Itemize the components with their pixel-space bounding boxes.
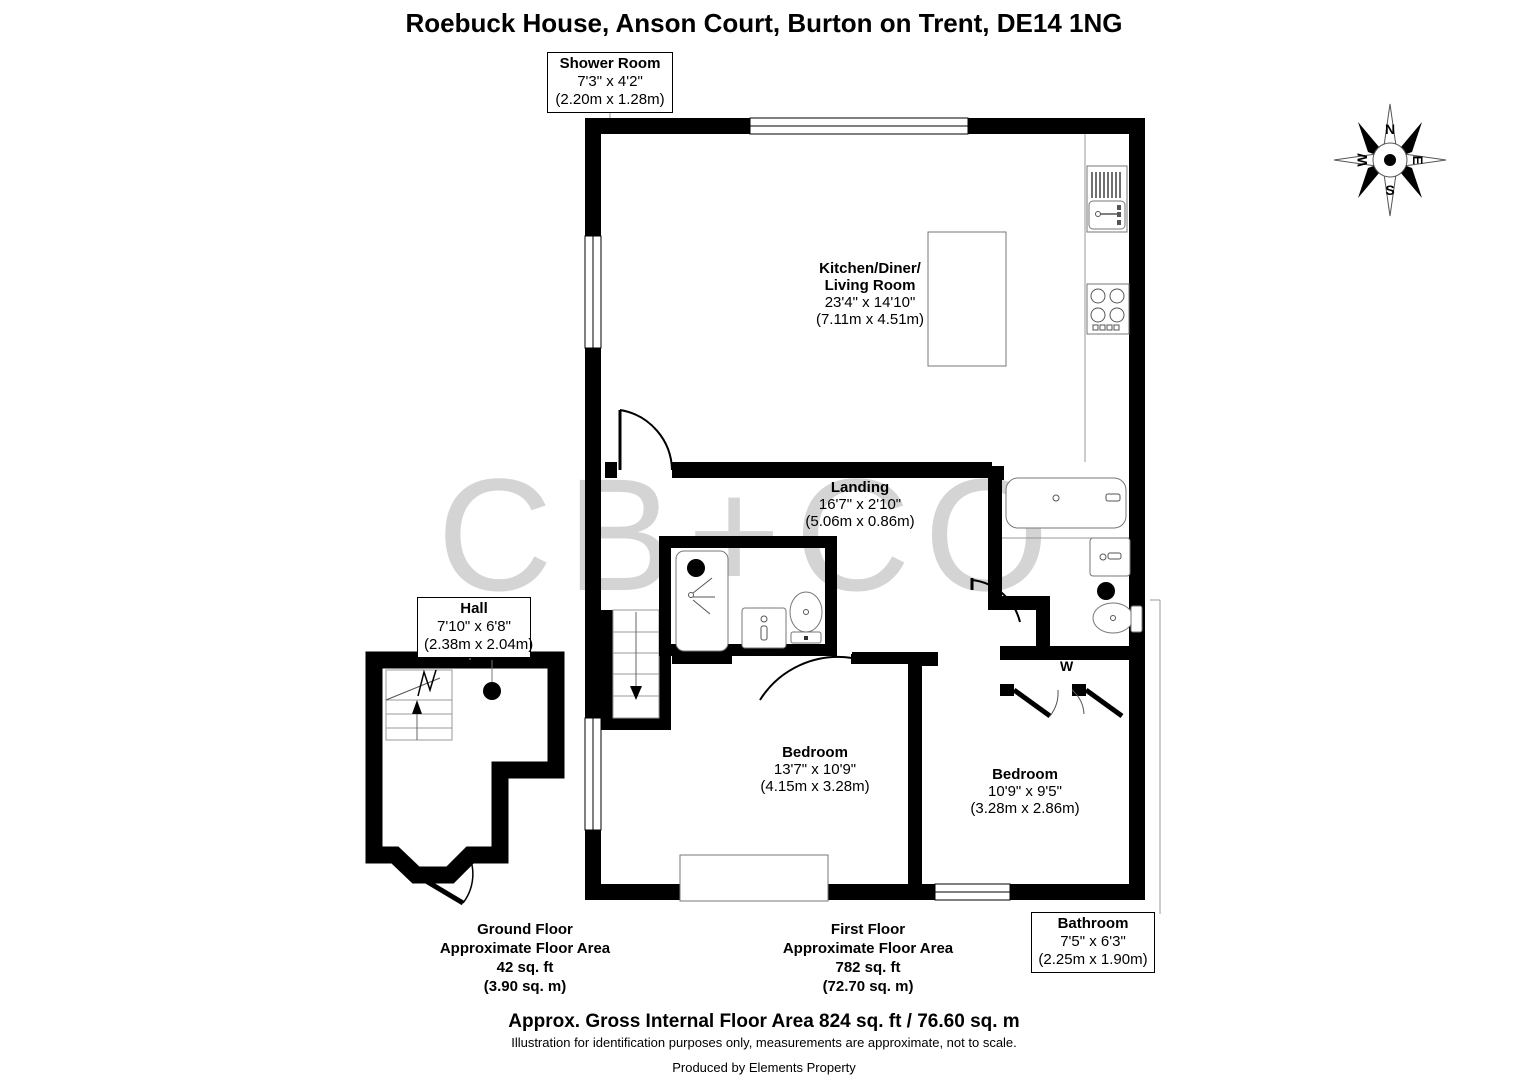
room-name: Bedroom (782, 744, 848, 761)
room-name: Bedroom (992, 766, 1058, 783)
room-dimensions-imperial: 13'7" x 10'9" (773, 761, 857, 778)
room-dimensions-imperial: 10'9" x 9'5" (988, 783, 1062, 800)
window-kitchen-top (749, 117, 969, 135)
room-dimensions-metric: (2.38m x 2.04m) (424, 636, 534, 653)
room-dimensions-imperial: 16'7" x 2'10" (818, 496, 902, 513)
bedroom1-furniture (679, 854, 829, 902)
first-floor-plan (584, 117, 1145, 902)
ground-floor-area-block: Ground Floor Approximate Floor Area 42 s… (380, 920, 670, 996)
room-name: Shower Room (559, 55, 661, 72)
producer-credit: Produced by Elements Property (672, 1060, 856, 1075)
ground-floor-plan (365, 651, 565, 906)
compass-east-label: E (1410, 155, 1426, 164)
disclaimer-text: Illustration for identification purposes… (511, 1035, 1017, 1050)
room-dimensions-imperial: 7'5" x 6'3" (1060, 933, 1126, 950)
floor-area-caption: Approximate Floor Area (439, 940, 611, 957)
floor-name: First Floor (830, 921, 906, 938)
room-dimensions-metric: (5.06m x 0.86m) (805, 513, 915, 530)
room-label-shower-room: Shower Room 7'3" x 4'2" (2.20m x 1.28m) (547, 52, 673, 113)
bathroom-toilet (1092, 582, 1143, 634)
floor-area-sqm: (72.70 sq. m) (822, 978, 914, 995)
door-bedroom1 (759, 654, 853, 701)
room-name-line1: Kitchen/Diner/ (819, 260, 921, 277)
floor-area-sqm: (3.90 sq. m) (483, 978, 567, 995)
room-name-line2: Living Room (824, 277, 916, 294)
kitchen-island (927, 231, 1007, 367)
room-label-bedroom-1: Bedroom 13'7" x 10'9" (4.15m x 3.28m) (715, 744, 915, 795)
stairs-up (385, 669, 453, 741)
room-label-landing: Landing 16'7" x 2'10" (5.06m x 0.86m) (760, 479, 960, 530)
window-bedroom1-left (584, 717, 602, 831)
room-dimensions-metric: (4.15m x 3.28m) (760, 778, 870, 795)
stairs-down (612, 609, 660, 719)
room-label-hall: Hall 7'10" x 6'8" (2.38m x 2.04m) (417, 597, 534, 658)
page-title: Roebuck House, Anson Court, Burton on Tr… (405, 8, 1123, 38)
label-leader-lines (469, 108, 1161, 914)
room-dimensions-metric: (7.11m x 4.51m) (815, 311, 925, 328)
compass-west-label: W (1354, 153, 1370, 167)
bathroom-walls (988, 466, 1145, 660)
gross-internal-floor-area: Approx. Gross Internal Floor Area 824 sq… (508, 1011, 1020, 1032)
compass-south-label: S (1385, 182, 1394, 198)
door-bathroom (970, 578, 1021, 623)
hall-light-fitting (483, 682, 501, 700)
room-name: Bathroom (1057, 915, 1129, 932)
shower-room-toilet (789, 591, 823, 644)
floor-area-sqft: 42 sq. ft (496, 959, 554, 976)
room-dimensions-metric: (2.20m x 1.28m) (555, 91, 665, 108)
kitchen-sink (1086, 165, 1128, 233)
floor-area-sqft: 782 sq. ft (835, 959, 901, 976)
window-kitchen-left-upper (584, 235, 602, 349)
shower-room-basin (741, 607, 787, 649)
wardrobe-label: W (1060, 658, 1074, 674)
room-dimensions-imperial: 7'3" x 4'2" (577, 73, 643, 90)
door-kitchen-landing (618, 409, 673, 471)
wardrobe-cupboard (1000, 684, 1145, 719)
room-dimensions-imperial: 7'10" x 6'8" (437, 618, 511, 635)
bathroom-basin (1089, 537, 1131, 577)
kitchen-hob (1086, 283, 1130, 335)
room-label-bathroom: Bathroom 7'5" x 6'3" (2.25m x 1.90m) (1031, 912, 1155, 973)
shower-room-walls (659, 536, 837, 656)
room-label-bedroom-2: Bedroom 10'9" x 9'5" (3.28m x 2.86m) (925, 766, 1125, 817)
floor-area-caption: Approximate Floor Area (782, 940, 954, 957)
front-door (414, 857, 474, 906)
room-label-kitchen-diner-living: Kitchen/Diner/ Living Room 23'4" x 14'10… (770, 260, 970, 328)
room-dimensions-imperial: 23'4" x 14'10" (824, 294, 916, 311)
room-name: Hall (460, 600, 488, 617)
bathtub (1005, 477, 1127, 529)
compass-rose: N E S W (1333, 103, 1447, 217)
kitchen-units (1084, 134, 1130, 462)
compass-north-label: N (1385, 121, 1395, 137)
room-dimensions-metric: (2.25m x 1.90m) (1038, 951, 1148, 968)
first-floor-area-block: First Floor Approximate Floor Area 782 s… (723, 920, 1013, 996)
watermark: CB+CO (437, 445, 1063, 624)
room-dimensions-metric: (3.28m x 2.86m) (970, 800, 1080, 817)
shower-tray (675, 550, 729, 652)
room-name: Landing (830, 479, 890, 496)
window-bedroom2-bottom (934, 883, 1011, 901)
floor-name: Ground Floor (477, 921, 573, 938)
